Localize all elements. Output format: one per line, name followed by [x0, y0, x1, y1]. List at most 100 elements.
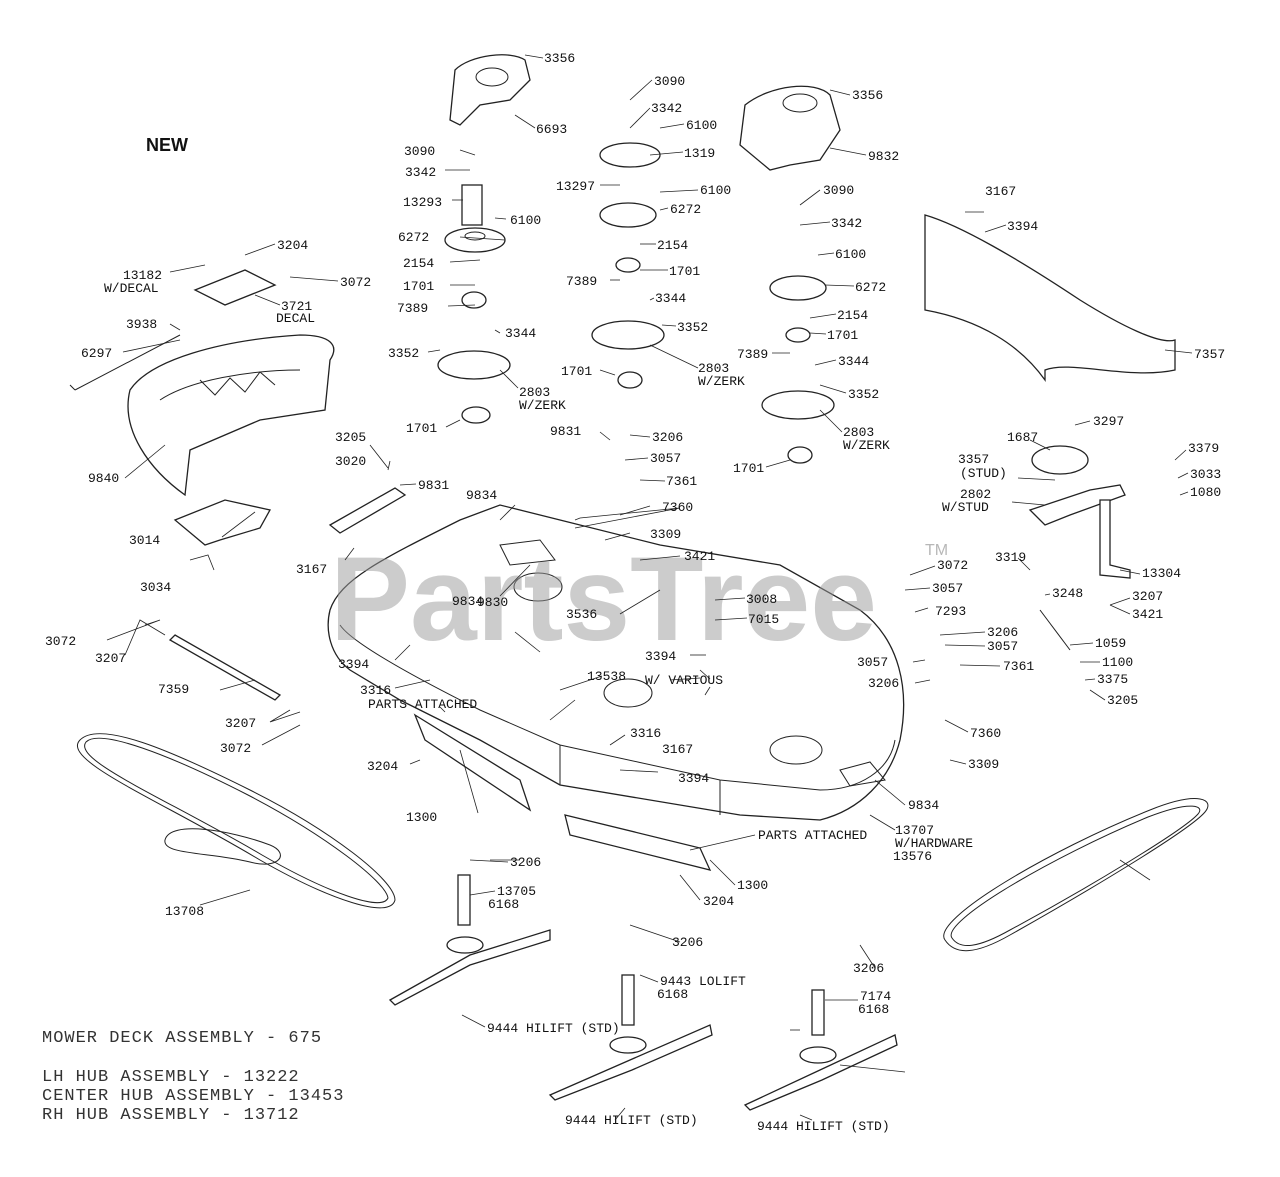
- part-callout[interactable]: 6272: [398, 230, 429, 245]
- part-callout[interactable]: 6297: [81, 346, 112, 361]
- part-callout[interactable]: 1701: [827, 328, 858, 343]
- part-callout[interactable]: 1701: [403, 279, 434, 294]
- part-callout[interactable]: 9830: [477, 595, 508, 610]
- bracket-9830-left[interactable]: [413, 713, 532, 812]
- part-callout[interactable]: 9831: [550, 424, 581, 439]
- part-callout[interactable]: 2154: [657, 238, 688, 253]
- part-callout[interactable]: 3008: [746, 592, 777, 607]
- part-callout[interactable]: 3090: [654, 74, 685, 89]
- part-callout[interactable]: 3204: [703, 894, 734, 909]
- part-callout[interactable]: 3344: [655, 291, 686, 306]
- part-callout[interactable]: 3342: [831, 216, 862, 231]
- part-callout[interactable]: 3207: [95, 651, 126, 666]
- spindle-right[interactable]: [761, 275, 835, 464]
- part-callout[interactable]: 9444 HILIFT (STD): [487, 1021, 620, 1036]
- part-callout[interactable]: 3421: [684, 549, 715, 564]
- part-callout[interactable]: 3938: [126, 317, 157, 332]
- part-callout[interactable]: 9444 HILIFT (STD): [565, 1113, 698, 1128]
- rod-1059[interactable]: [168, 634, 282, 701]
- part-callout[interactable]: 3316: [630, 726, 661, 741]
- part-callout[interactable]: W/STUD: [942, 500, 989, 515]
- part-callout[interactable]: 3072: [937, 558, 968, 573]
- part-callout[interactable]: 3319: [995, 550, 1026, 565]
- part-callout[interactable]: W/ZERK: [519, 398, 566, 413]
- part-callout[interactable]: (STUD): [960, 466, 1007, 481]
- part-callout[interactable]: 7357: [1194, 347, 1225, 362]
- part-callout[interactable]: 7359: [158, 682, 189, 697]
- part-callout[interactable]: W/HARDWARE: [895, 836, 973, 851]
- part-callout[interactable]: 3394: [645, 649, 676, 664]
- part-callout[interactable]: 6100: [835, 247, 866, 262]
- part-callout[interactable]: 7389: [566, 274, 597, 289]
- part-callout[interactable]: 13708: [165, 904, 204, 919]
- part-callout[interactable]: 3536: [566, 607, 597, 622]
- part-callout[interactable]: 3206: [853, 961, 884, 976]
- part-callout[interactable]: PARTS ATTACHED: [758, 828, 867, 843]
- part-callout[interactable]: 1300: [406, 810, 437, 825]
- part-callout[interactable]: 1701: [669, 264, 700, 279]
- part-callout[interactable]: 1687: [1007, 430, 1038, 445]
- part-callout[interactable]: 9444 HILIFT (STD): [757, 1119, 890, 1134]
- part-callout[interactable]: 1080: [1190, 485, 1221, 500]
- blade-left[interactable]: [388, 874, 551, 1006]
- part-callout[interactable]: 9443 LOLIFT: [660, 974, 746, 989]
- part-callout[interactable]: 1300: [737, 878, 768, 893]
- bracket-9830-right[interactable]: [564, 814, 712, 871]
- part-callout[interactable]: 6100: [700, 183, 731, 198]
- part-callout[interactable]: 3090: [404, 144, 435, 159]
- shield-9832[interactable]: [739, 85, 841, 171]
- part-callout[interactable]: 7174: [860, 989, 891, 1004]
- part-callout[interactable]: 3344: [838, 354, 869, 369]
- part-callout[interactable]: 13705: [497, 884, 536, 899]
- part-callout[interactable]: 3072: [340, 275, 371, 290]
- part-callout[interactable]: 13293: [403, 195, 442, 210]
- part-callout[interactable]: 3356: [544, 51, 575, 66]
- part-callout[interactable]: 7389: [397, 301, 428, 316]
- part-callout[interactable]: 6272: [855, 280, 886, 295]
- part-callout[interactable]: 1100: [1102, 655, 1133, 670]
- shield-9840[interactable]: [127, 334, 335, 497]
- part-callout[interactable]: 3721: [281, 299, 312, 314]
- part-callout[interactable]: 3309: [650, 527, 681, 542]
- part-callout[interactable]: 3206: [652, 430, 683, 445]
- part-callout[interactable]: 13304: [1142, 566, 1181, 581]
- part-callout[interactable]: 7360: [662, 500, 693, 515]
- part-callout[interactable]: 2803: [698, 361, 729, 376]
- part-callout[interactable]: 3342: [651, 101, 682, 116]
- part-callout[interactable]: 3034: [140, 580, 171, 595]
- part-callout[interactable]: 3057: [987, 639, 1018, 654]
- part-callout[interactable]: 3375: [1097, 672, 1128, 687]
- part-callout[interactable]: 3207: [225, 716, 256, 731]
- blade-center[interactable]: [548, 974, 713, 1101]
- part-callout[interactable]: 1701: [733, 461, 764, 476]
- part-callout[interactable]: 3204: [367, 759, 398, 774]
- belt-1300[interactable]: [77, 733, 396, 909]
- part-callout[interactable]: 3205: [1107, 693, 1138, 708]
- part-callout[interactable]: 3072: [220, 741, 251, 756]
- part-callout[interactable]: 3072: [45, 634, 76, 649]
- part-callout[interactable]: 13538: [587, 669, 626, 684]
- part-callout[interactable]: 7360: [970, 726, 1001, 741]
- pulley-1687[interactable]: [1031, 445, 1089, 475]
- part-callout[interactable]: 13576: [893, 849, 932, 864]
- part-callout[interactable]: 3206: [672, 935, 703, 950]
- part-callout[interactable]: 1701: [406, 421, 437, 436]
- part-callout[interactable]: 9831: [418, 478, 449, 493]
- part-callout[interactable]: 2803: [843, 425, 874, 440]
- part-callout[interactable]: 9832: [868, 149, 899, 164]
- part-callout[interactable]: 6272: [670, 202, 701, 217]
- part-callout[interactable]: 6168: [488, 897, 519, 912]
- part-callout[interactable]: 7293: [935, 604, 966, 619]
- part-callout[interactable]: 2803: [519, 385, 550, 400]
- part-callout[interactable]: 1319: [684, 146, 715, 161]
- part-callout[interactable]: 1701: [561, 364, 592, 379]
- spindle-left[interactable]: [437, 184, 511, 424]
- bracket-9834[interactable]: [173, 499, 271, 546]
- part-callout[interactable]: W/DECAL: [104, 281, 159, 296]
- belt-7174[interactable]: [943, 798, 1209, 952]
- part-callout[interactable]: 3167: [985, 184, 1016, 199]
- part-callout[interactable]: 7361: [1003, 659, 1034, 674]
- part-callout[interactable]: 3057: [932, 581, 963, 596]
- part-callout[interactable]: 3297: [1093, 414, 1124, 429]
- part-callout[interactable]: 3342: [405, 165, 436, 180]
